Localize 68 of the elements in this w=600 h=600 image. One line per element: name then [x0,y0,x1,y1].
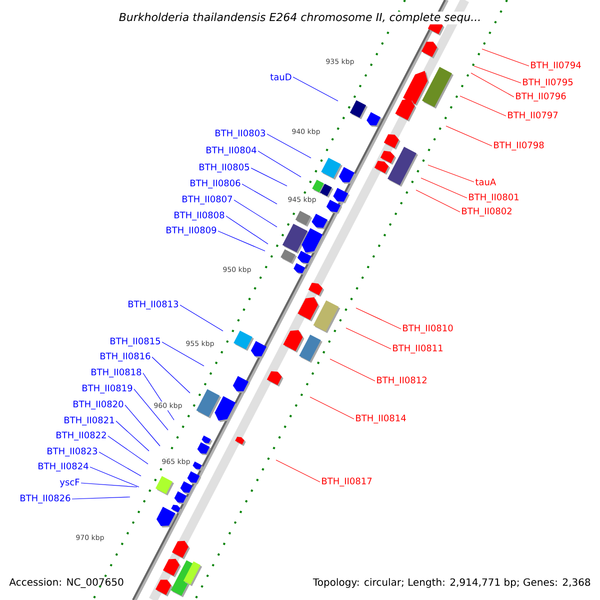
gene-label: tauA [475,178,496,186]
gene-label: BTH_II0804 [206,146,256,156]
gene-label: BTH_II0805 [200,164,250,172]
leader-line [242,184,278,204]
leader-line [330,358,376,382]
title: Burkholderia thailandensis E264 chromosome II, complete sequ... [118,12,482,24]
leader-line [226,216,268,244]
gene-label: BTH_II0809 [166,226,216,236]
gene-label: BTH_II0820 [74,400,124,410]
leader-line [460,96,506,116]
gene-label: BTH_II0807 [182,196,232,204]
leader-line [180,304,224,332]
leader-line [116,420,150,452]
leader-line [474,66,522,84]
accession-text: Accession: NC_007650 [9,578,124,588]
gene-label: BTH_II0819 [82,384,132,394]
leader-line [250,168,288,186]
leader-line [416,190,460,212]
gene-label: BTH_II0796 [516,92,566,102]
leader-line [124,404,160,446]
leader-line [72,496,130,500]
gene-label: BTH_II0817 [322,478,372,486]
gene-label: BTH_II0824 [38,462,88,472]
gene-label: BTH_II0795 [523,78,573,88]
leader-line [162,342,204,366]
gene-label: BTH_II0808 [174,212,224,220]
gene-label: BTH_II0826 [20,494,70,504]
gene-label: BTH_II0821 [64,416,114,426]
leader-line [134,388,168,430]
gene-label: BTH_II0797 [508,112,558,120]
gene-label: BTH_II0814 [356,414,406,424]
gene-label: BTH_II0813 [128,300,178,310]
gene-label: BTH_II0822 [56,432,106,440]
gene-label: BTH_II0815 [110,338,160,346]
leader-line [90,466,140,488]
gene-label: BTH_II0802 [462,208,512,216]
leader-line [446,126,492,146]
leader-line [420,178,468,198]
gene-label: BTH_II0798 [494,142,544,150]
leader-line [152,356,190,394]
gene-label: BTH_II0818 [92,368,142,378]
gene-label: BTH_II0812 [377,376,426,386]
gene-label: BTH_II0803 [216,130,266,138]
leader-line [276,460,320,482]
gene-label: BTH_II0810 [403,324,453,334]
leader-line [218,230,266,252]
leader-line [292,76,338,102]
gene-label: BTH_II0801 [469,194,519,202]
leader-line [80,482,138,488]
gene-label: yscF [60,478,80,488]
leader-line [310,396,354,420]
leader-line [98,452,142,476]
leader-line [258,150,302,178]
leader-line [108,436,148,464]
leader-line [482,48,530,66]
gene-label: BTH_II0811 [393,344,443,354]
gene-label: BTH_II0823 [48,448,98,456]
leader-line [470,72,514,98]
leader-line [428,164,474,182]
leader-line [234,200,278,228]
gene-label: BTH_II0806 [190,180,240,188]
genome-info-text: Topology: circular; Length: 2,914,771 bp; Genes: 2,368 [312,578,590,588]
leader-line [346,328,392,350]
gene-label: BTH_II0794 [531,62,581,70]
leader-line [266,134,312,158]
gene-label: tauD [270,74,292,80]
gene-label: BTH_II0816 [100,352,150,362]
leader-line [356,308,402,330]
